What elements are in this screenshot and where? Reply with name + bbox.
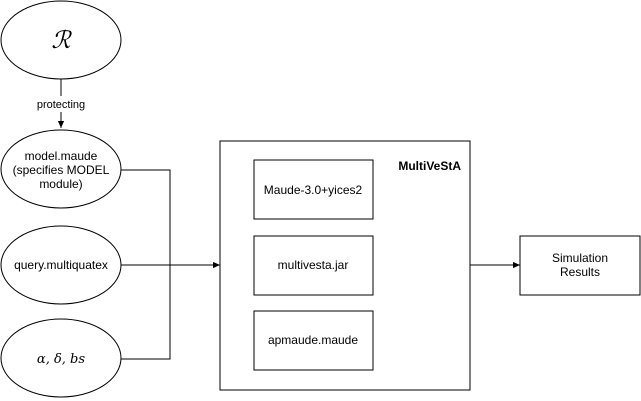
query-node: query.multiquatex [0,225,122,305]
params-node: α, δ, bs [0,318,122,398]
multivesta-title: MultiVeStA [398,159,461,173]
results-label-line2: Results [560,265,600,279]
model-node: model.maude (specifies MODEL module) [0,129,122,209]
maude-label: Maude-3.0+yices2 [264,183,363,197]
r-symbol: ℛ [51,26,72,54]
maude-box [253,159,374,220]
apmaude-component: apmaude.maude [253,310,374,371]
query-label: query.multiquatex [14,258,108,272]
apmaude-box [253,310,374,371]
apmaude-label: apmaude.maude [268,333,358,347]
results-label-line1: Simulation [552,251,608,265]
model-label-line2: (specifies MODEL [13,163,110,177]
params-ellipse [0,318,122,398]
protecting-edge: protecting [32,79,90,128]
maude-component: Maude-3.0+yices2 [253,159,374,220]
input-connectors [121,169,220,360]
params-label: α, δ, bs [37,352,85,367]
results-node: Simulation Results [519,235,641,296]
r-node: ℛ [0,0,122,80]
model-ellipse [0,129,122,209]
jar-component: multivesta.jar [253,235,374,296]
protecting-label: protecting [37,99,85,111]
model-label-line3: module) [39,177,82,191]
jar-label: multivesta.jar [278,258,349,272]
model-label-line1: model.maude [25,149,98,163]
jar-box [253,235,374,296]
protecting-label-bg [32,96,90,112]
results-box [519,235,641,296]
